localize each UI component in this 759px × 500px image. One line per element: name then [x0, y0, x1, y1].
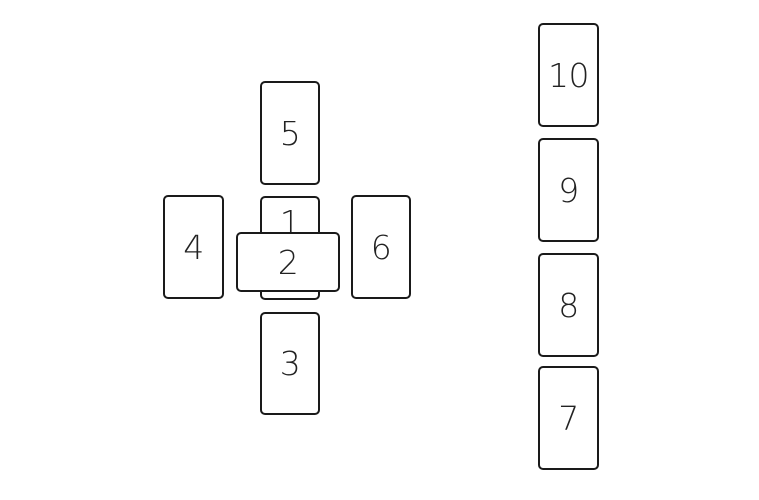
card-number-label: 5: [279, 113, 301, 153]
card-number-label: 6: [370, 227, 392, 267]
card-number-label: 10: [548, 55, 590, 95]
card-number-label: 2: [277, 242, 299, 282]
card-position-7: 7: [538, 366, 599, 470]
card-number-label: 4: [183, 227, 204, 267]
card-position-4: 4: [163, 195, 224, 299]
card-position-10: 10: [538, 23, 599, 127]
card-number-label: 9: [558, 170, 579, 210]
card-position-5: 5: [260, 81, 320, 185]
card-position-8: 8: [538, 253, 599, 357]
card-position-2-crossing: 2: [236, 232, 340, 292]
card-number-label: 8: [558, 285, 579, 325]
card-position-3: 3: [260, 312, 320, 415]
card-position-6: 6: [351, 195, 411, 299]
card-number-label: 7: [558, 398, 579, 438]
card-position-9: 9: [538, 138, 599, 242]
card-number-label: 1: [279, 203, 301, 242]
card-number-label: 3: [279, 344, 301, 383]
